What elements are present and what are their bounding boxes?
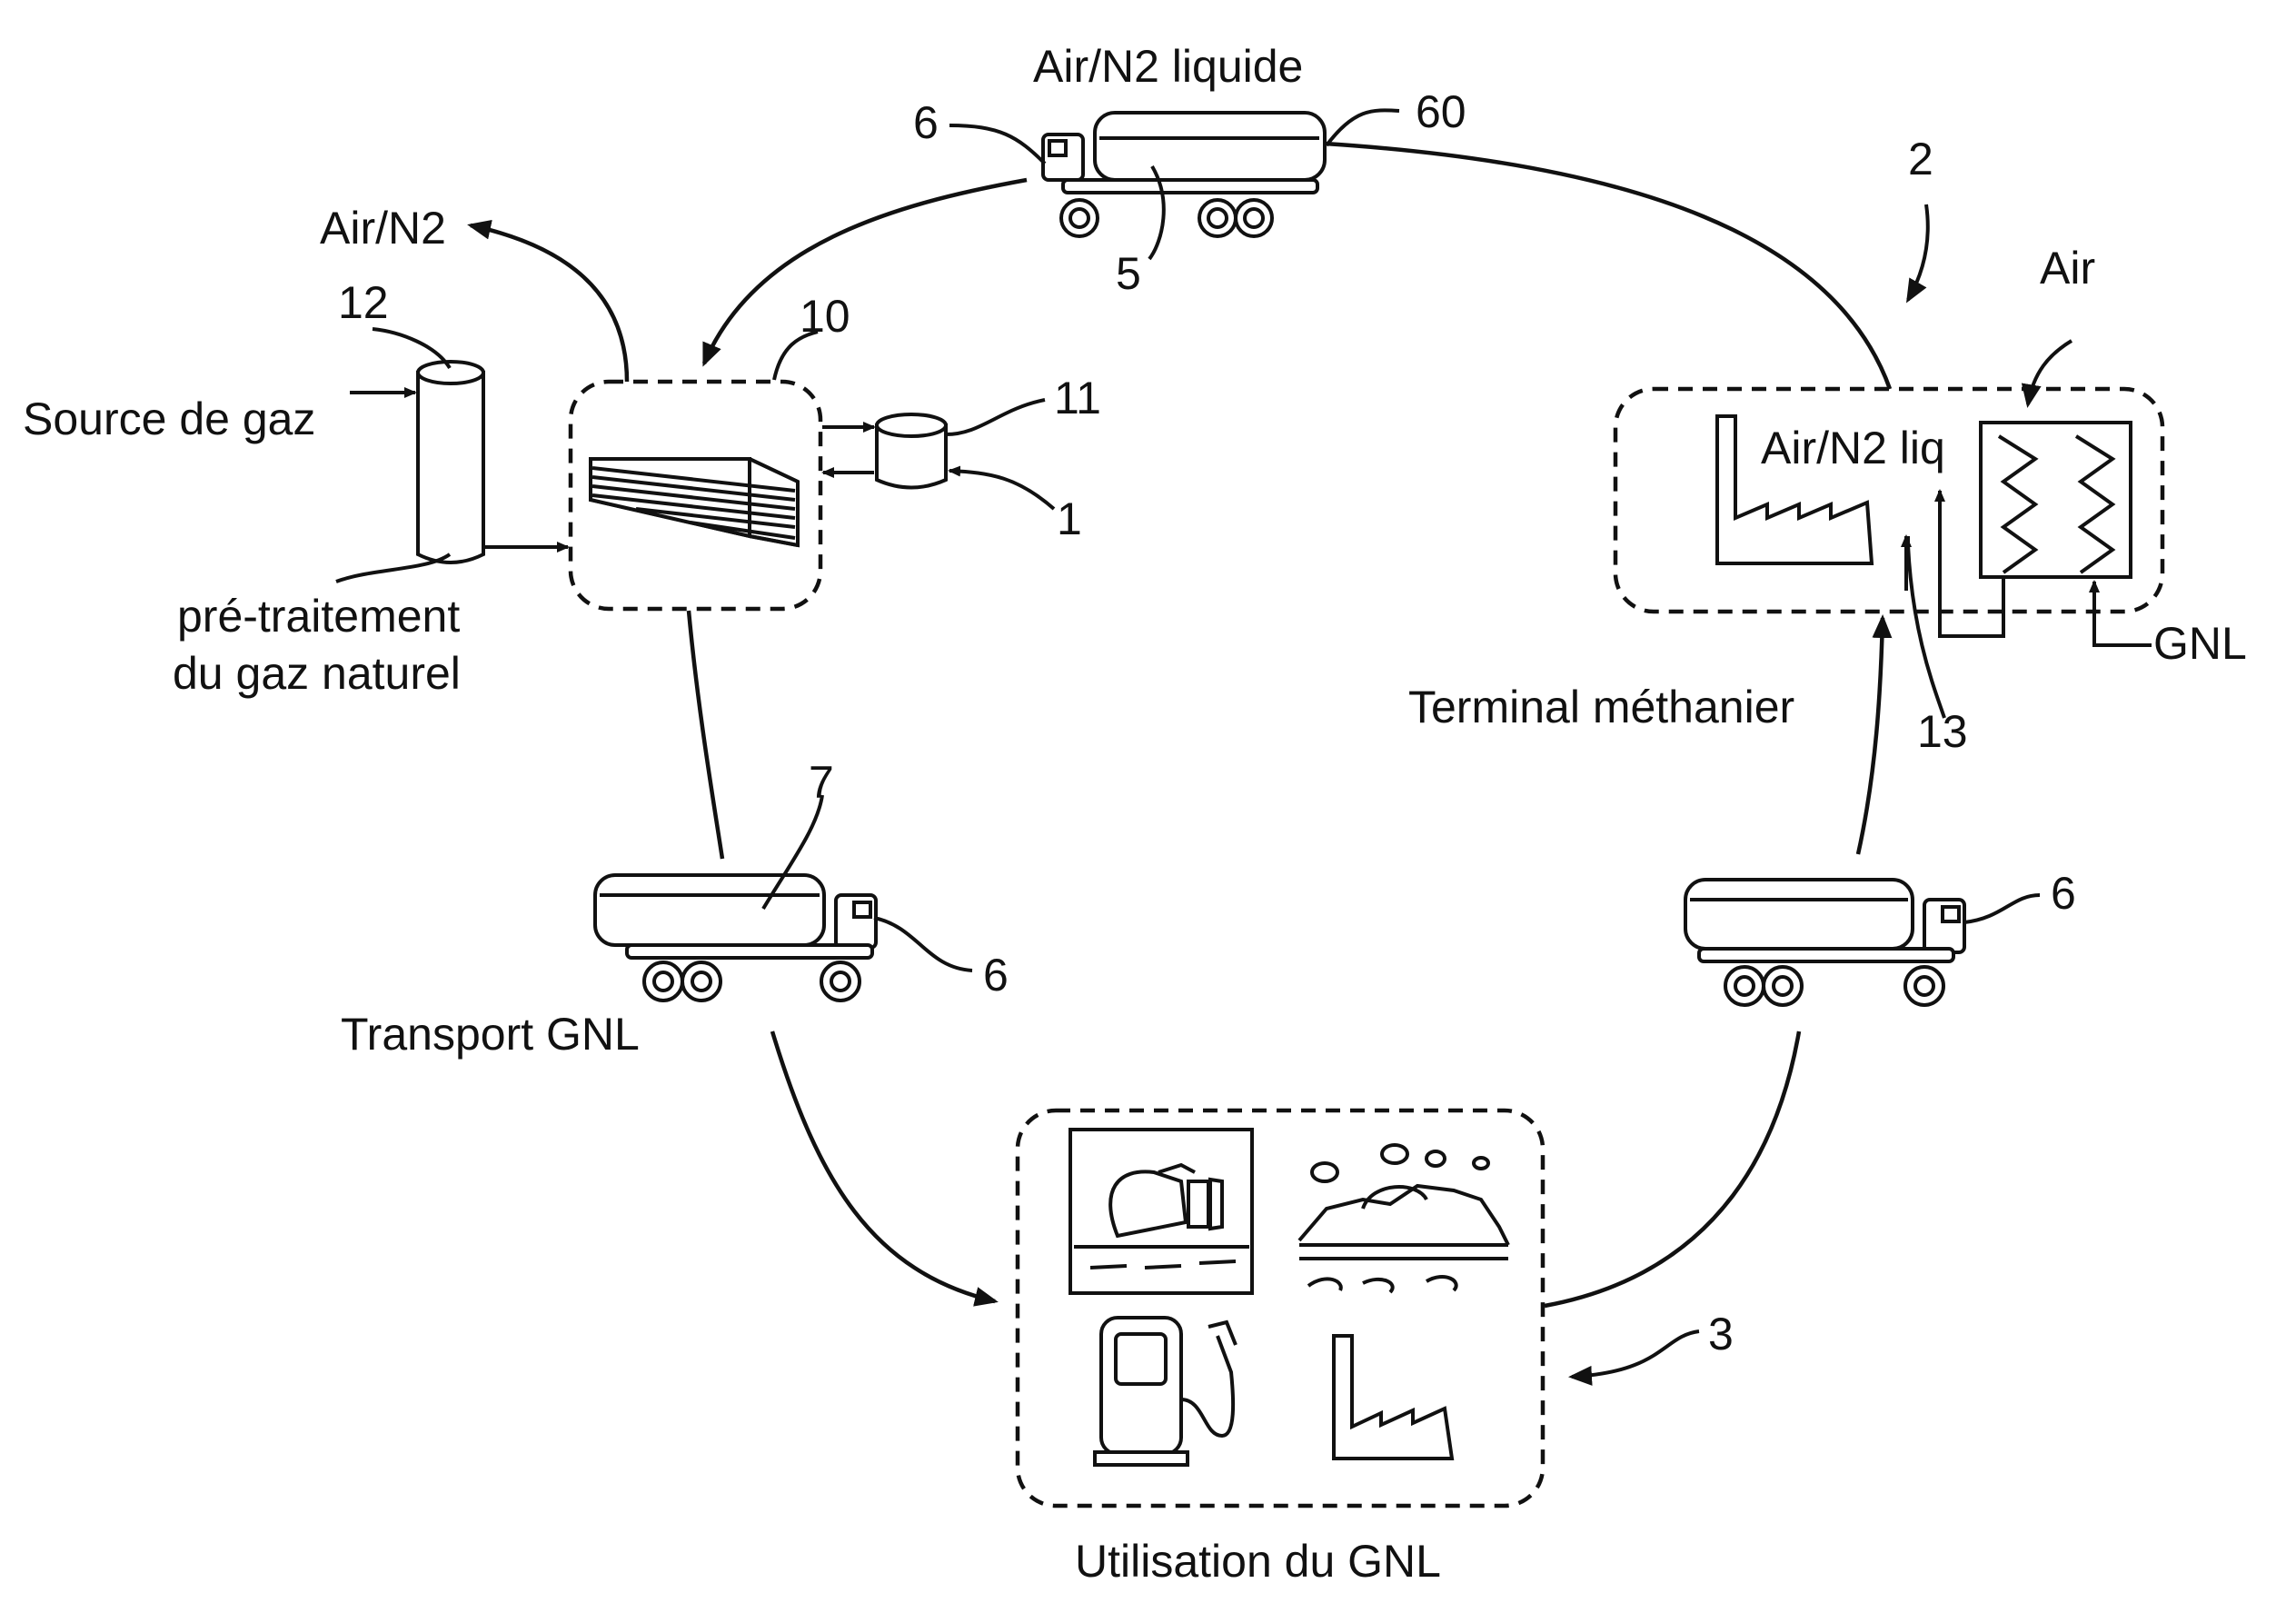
cycle-line-top-to-terminal — [1325, 144, 1890, 389]
cycle-arrow-right-truck-to-terminal — [1858, 618, 1883, 854]
ref-6-top: 6 — [913, 97, 939, 148]
ref-2: 2 — [1908, 134, 1933, 184]
air-n2-exhaust-arrow — [471, 225, 627, 382]
label-terminal-methanier: Terminal méthanier — [1408, 682, 1794, 732]
fuel-pump-icon — [1095, 1318, 1236, 1465]
truck-left-gnl — [595, 875, 876, 1001]
label-air: Air — [2040, 243, 2095, 294]
ref-13: 13 — [1917, 706, 1968, 757]
label-gnl: GNL — [2153, 618, 2247, 669]
label-air-n2-liq: Air/N2 liq — [1761, 423, 1945, 473]
heat-exchanger-block — [591, 459, 798, 545]
truck-right — [1685, 880, 1964, 1005]
ref-10: 10 — [800, 291, 850, 342]
ref-6-left: 6 — [983, 950, 1009, 1001]
label-source-de-gaz: Source de gaz — [23, 393, 315, 444]
ref-5: 5 — [1116, 248, 1141, 299]
label-pretraitement-1: pré-traitement — [177, 591, 460, 642]
label-transport-gnl: Transport GNL — [341, 1009, 640, 1060]
cycle-line-liquefaction-to-left-truck — [689, 611, 722, 859]
leader-6-top — [949, 125, 1045, 164]
ref-6-right: 6 — [2051, 868, 2076, 919]
leader-11 — [946, 400, 1045, 434]
cycle-arrow-left-truck-to-utilisation — [772, 1031, 995, 1301]
ref-12: 12 — [338, 277, 389, 328]
label-air-n2-liquide: Air/N2 liquide — [1033, 41, 1303, 92]
cycle-line-utilisation-to-right-truck — [1545, 1031, 1799, 1306]
ref-1: 1 — [1057, 493, 1082, 544]
ship-icon — [1070, 1130, 1252, 1293]
leader-2 — [1908, 204, 1928, 300]
ref-3: 3 — [1708, 1309, 1734, 1359]
leader-1 — [949, 471, 1054, 509]
leader-6-right — [1964, 895, 2040, 922]
label-pretraitement-2: du gaz naturel — [173, 648, 461, 699]
truck-top-air-n2 — [1043, 113, 1325, 236]
label-utilisation-du-gnl: Utilisation du GNL — [1075, 1536, 1441, 1587]
leader-60 — [1327, 110, 1399, 145]
ref-60: 60 — [1416, 86, 1466, 137]
leader-6-left — [874, 918, 972, 971]
ref-7: 7 — [809, 757, 834, 808]
ref-11: 11 — [1054, 373, 1101, 423]
landscape-icon — [1299, 1145, 1508, 1292]
industry-factory-icon — [1334, 1336, 1452, 1459]
pretreatment-column — [418, 362, 483, 563]
cycle-arrow-top-to-liquefaction — [704, 180, 1027, 363]
air-inlet-arrow — [2028, 341, 2072, 404]
label-air-n2: Air/N2 — [320, 203, 446, 254]
storage-tank-11 — [877, 414, 946, 488]
leader-3 — [1572, 1331, 1699, 1377]
